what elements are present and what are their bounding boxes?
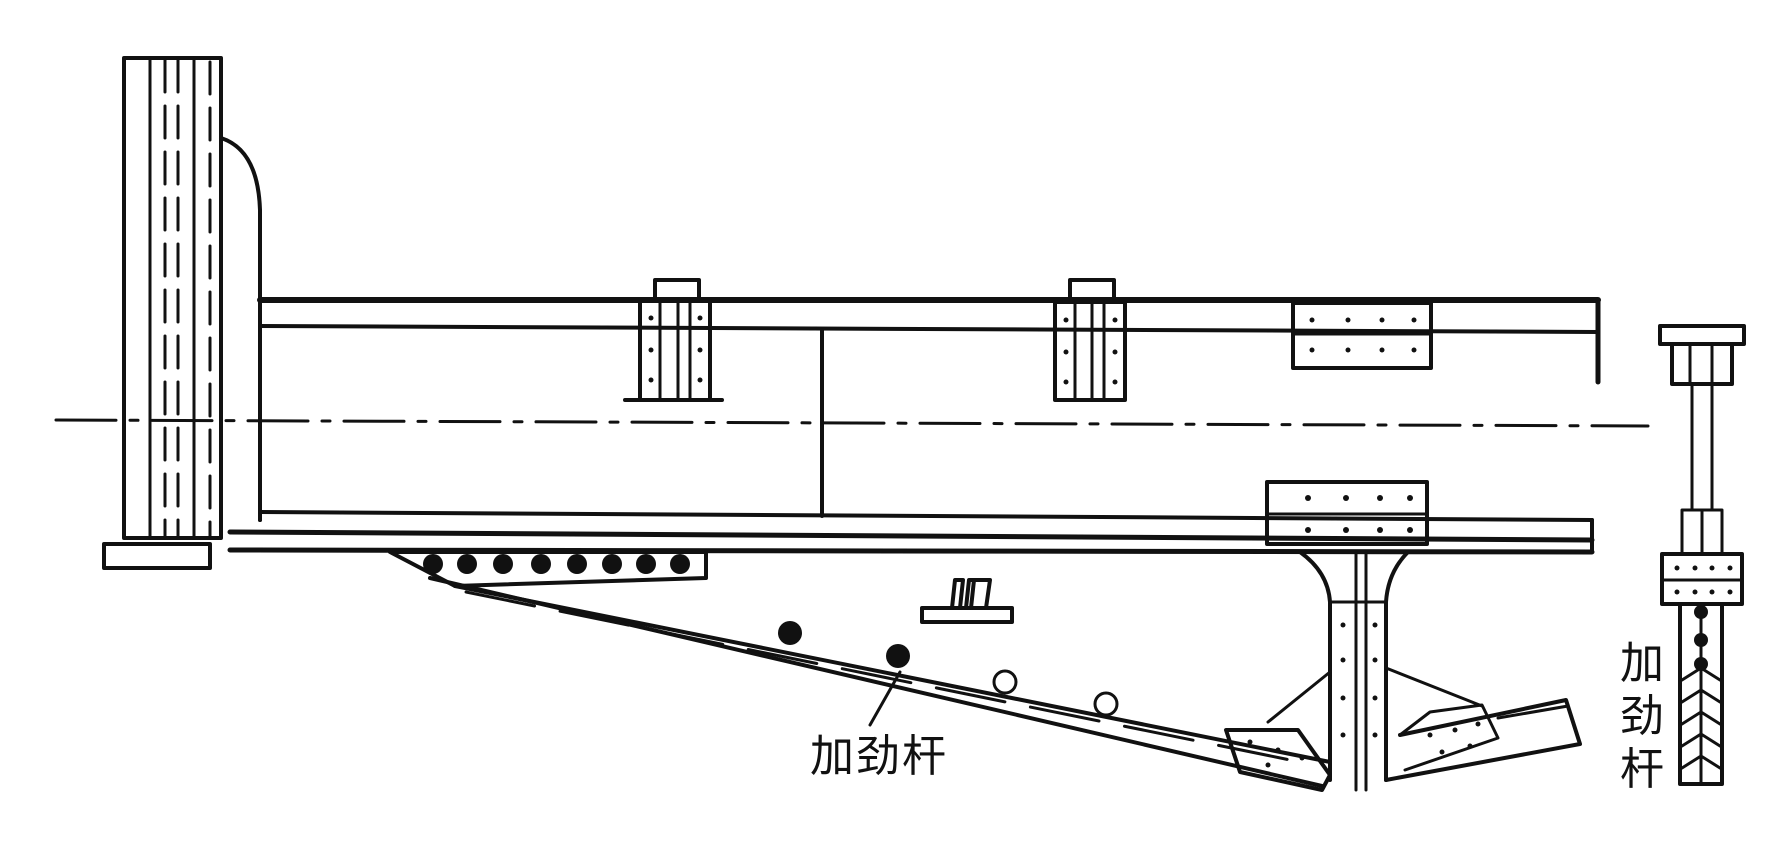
top-connection-2 xyxy=(1053,278,1127,402)
section-mark-symbol xyxy=(920,578,1014,624)
side-stiffener-label-char: 加 xyxy=(1620,638,1664,689)
lower-hub-connection xyxy=(1224,480,1582,792)
lower-gusset-plate xyxy=(388,550,708,588)
stiffener-label: 加劲杆 xyxy=(810,731,948,782)
top-splice-plate xyxy=(1291,301,1433,370)
side-stiffener-label: 加劲杆 xyxy=(1618,642,1666,801)
vertical-column xyxy=(122,56,262,540)
side-stiffener-label-char: 杆 xyxy=(1620,744,1664,795)
side-stiffener-label-char: 劲 xyxy=(1620,691,1664,742)
diagonal-stiffener xyxy=(428,576,1332,788)
top-connection-1 xyxy=(623,278,724,402)
base-plate xyxy=(102,542,212,570)
side-section-view xyxy=(1658,324,1746,786)
center-line xyxy=(54,418,1650,428)
stiffener-leader-line xyxy=(868,670,902,727)
